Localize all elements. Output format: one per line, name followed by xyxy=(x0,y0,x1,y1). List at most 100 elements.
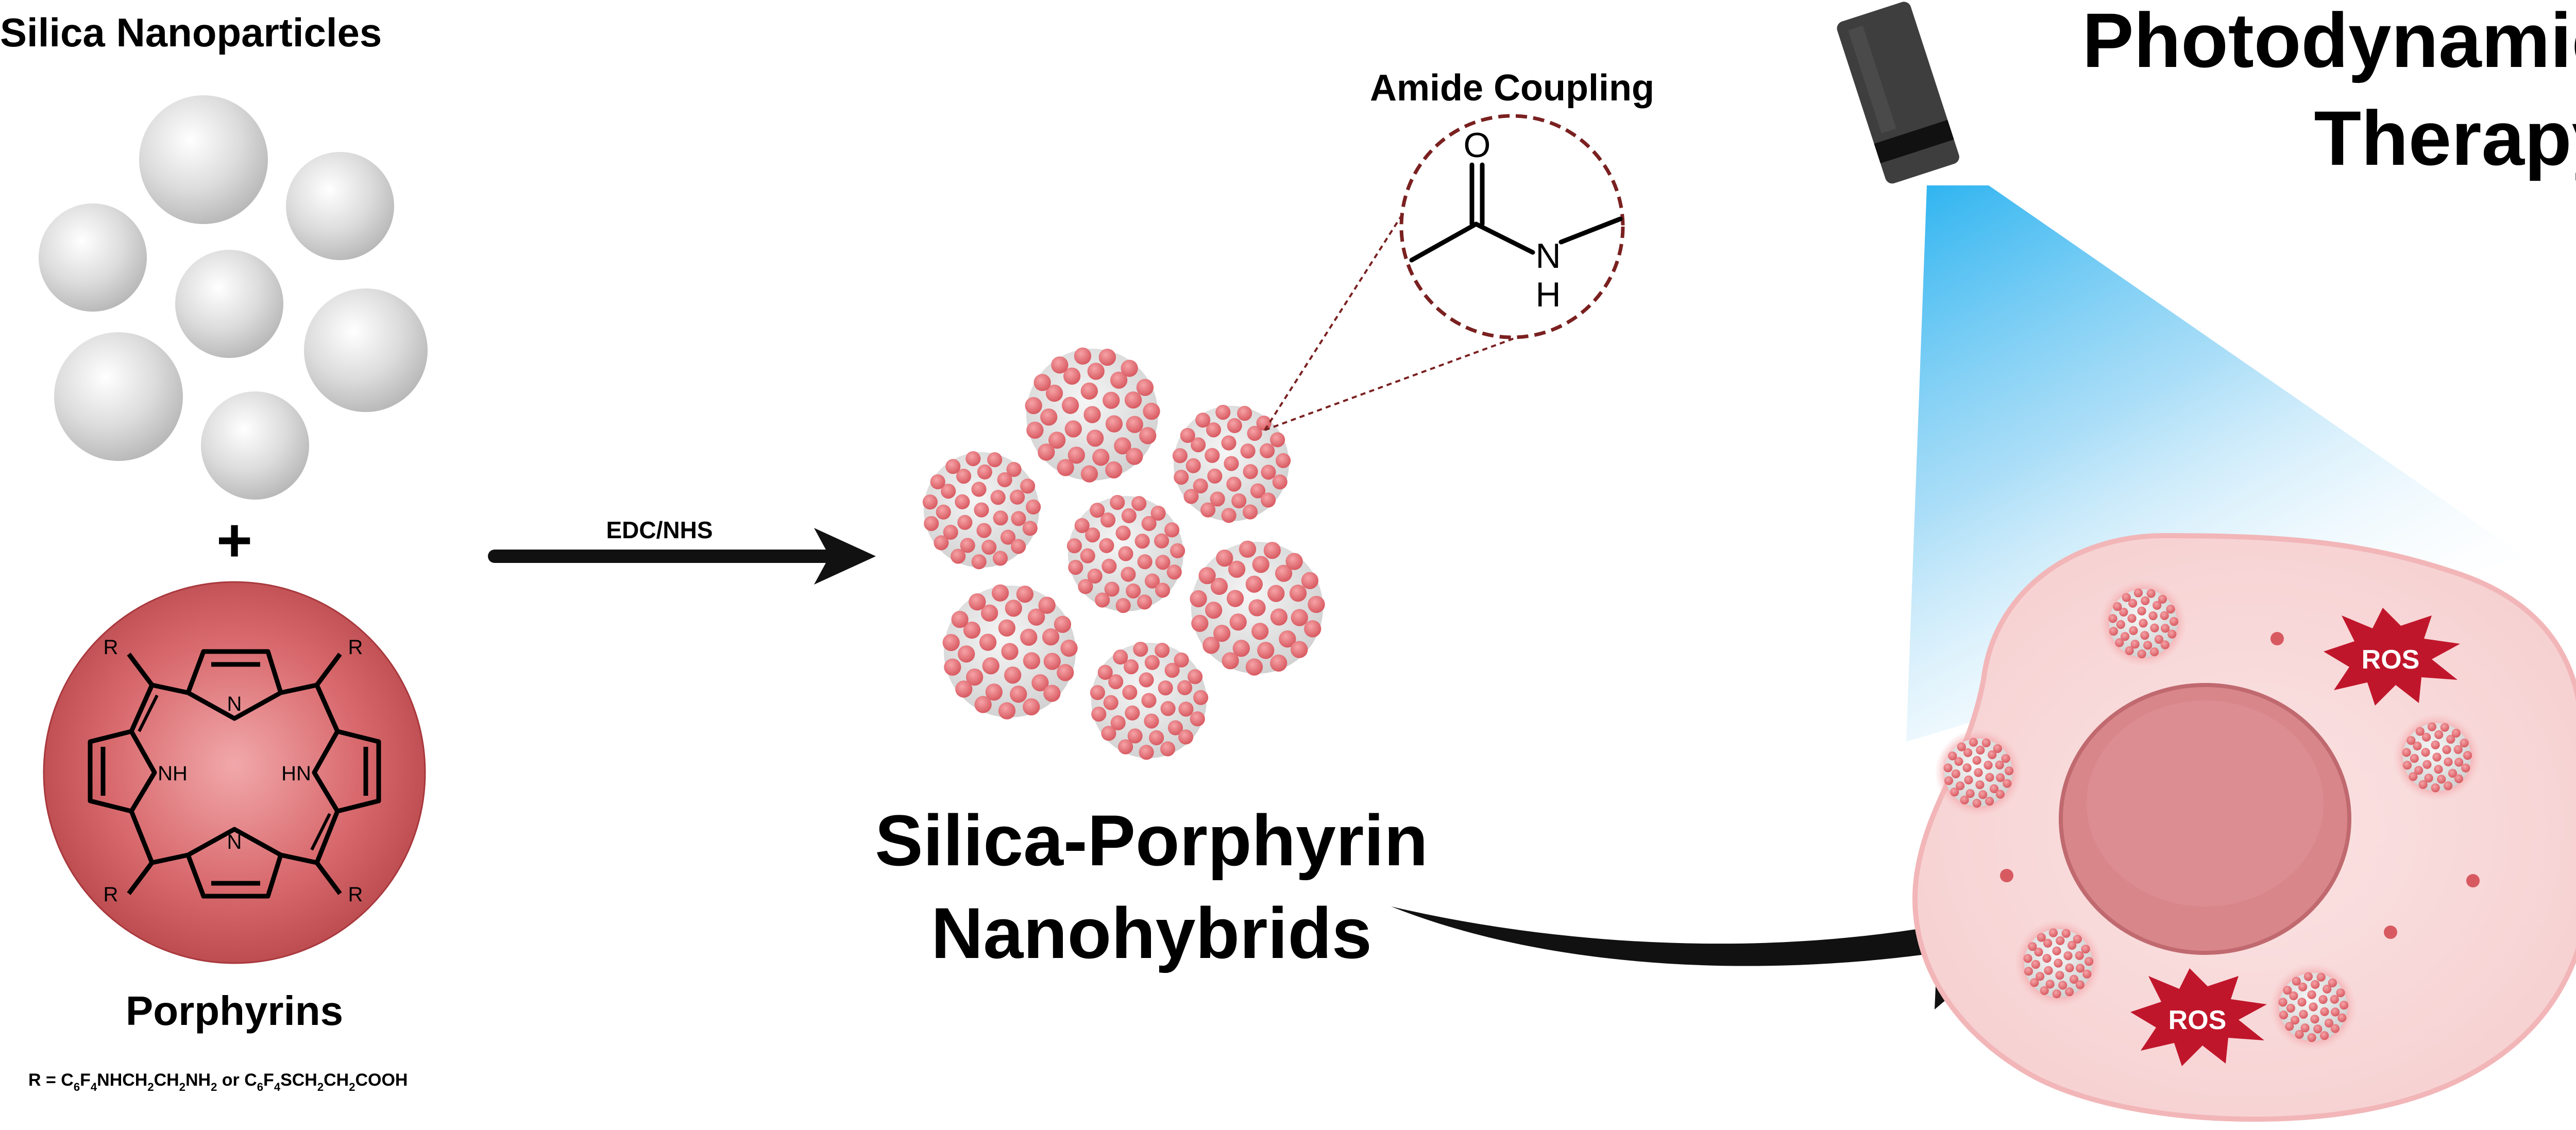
porphyrin-dot xyxy=(2292,977,2301,986)
porphyrin-dot xyxy=(1978,790,1988,799)
internalized-nanohybrid xyxy=(2108,588,2179,659)
porphyrin-dot xyxy=(2286,1003,2295,1013)
nanohybrid-particle xyxy=(1025,347,1160,483)
amide-hydrogen: H xyxy=(1535,275,1561,314)
porphyrin-dot xyxy=(2318,995,2328,1004)
porphyrin-dot xyxy=(1097,664,1113,680)
ros-label: ROS xyxy=(2362,645,2420,675)
porphyrin-dot xyxy=(1985,796,1994,806)
porphyrin-dot xyxy=(2410,754,2419,763)
porphyrin-dot xyxy=(1090,685,1105,700)
porphyrin-dot xyxy=(2129,626,2138,636)
porphyrin-dot xyxy=(1115,598,1131,613)
porphyrin-dot xyxy=(979,634,997,651)
porphyrin-dot xyxy=(997,472,1012,488)
porphyrin-dot xyxy=(1964,775,1973,785)
porphyrin-dot xyxy=(1105,415,1123,433)
porphyrin-dot xyxy=(1134,534,1150,549)
porphyrin-dot xyxy=(1010,686,1027,703)
porphyrin-dot xyxy=(1101,558,1117,574)
porphyrin-dot xyxy=(1085,527,1100,543)
porphyrin-dot xyxy=(1185,458,1201,473)
porphyrin-dot xyxy=(1011,511,1026,526)
porphyrin-dot xyxy=(2034,947,2043,957)
porphyrin-dot xyxy=(1087,568,1103,584)
silica-title: Silica Nanoparticles xyxy=(0,10,382,55)
porphyrin-dot xyxy=(2409,772,2418,781)
porphyrin-dot xyxy=(2045,980,2055,989)
porphyrin-dot xyxy=(2300,1023,2310,1033)
porphyrin-dot xyxy=(1126,448,1143,465)
porphyrin-dot xyxy=(1975,780,1985,790)
porphyrin-dot xyxy=(1125,705,1140,721)
porphyrin-dot xyxy=(977,464,992,480)
porphyrin-dot xyxy=(1141,516,1157,532)
hybrid-title-line2: Nanohybrids xyxy=(931,893,1372,973)
porphyrin-dot xyxy=(1016,585,1033,603)
porphyrin-dot xyxy=(1141,693,1157,708)
porphyrin-dot xyxy=(1191,437,1206,453)
porphyrin-dot xyxy=(2167,629,2177,639)
porphyrin-dot xyxy=(2460,739,2469,748)
amide-atom-labels: O N H xyxy=(1464,126,1561,314)
porphyrin-dot xyxy=(2069,974,2079,984)
porphyrin-dot xyxy=(1011,539,1026,554)
porphyrin-dot xyxy=(2330,1024,2340,1033)
porphyrin-dot xyxy=(2058,981,2067,990)
porphyrin-dot xyxy=(1260,443,1275,458)
porphyrin-dot xyxy=(2160,611,2169,620)
porphyrin-dot xyxy=(2320,1007,2329,1016)
porphyrin-dot xyxy=(2444,757,2453,766)
porphyrin-dot xyxy=(2137,606,2146,615)
porphyrin-dot xyxy=(1245,658,1263,676)
porphyrin-dot xyxy=(1031,674,1049,692)
porphyrin-n-bottom: N xyxy=(227,831,242,853)
porphyrin-dot xyxy=(1270,654,1287,672)
porphyrin-dot xyxy=(2141,596,2150,606)
porphyrin-dot xyxy=(2003,779,2012,788)
porphyrin-dot xyxy=(998,702,1016,720)
porphyrin-dot xyxy=(1080,382,1098,400)
porphyrin-dot xyxy=(2454,758,2464,767)
porphyrin-dot xyxy=(1143,402,1160,420)
porphyrin-dot xyxy=(2048,928,2058,937)
porphyrin-dot xyxy=(1962,763,1972,773)
porphyrin-dot xyxy=(2415,727,2425,736)
porphyrin-dot xyxy=(1257,642,1275,659)
porphyrin-dot xyxy=(980,604,998,622)
porphyrin-dot xyxy=(1090,503,1105,518)
porphyrin-dot xyxy=(2153,601,2162,610)
porphyrin-dot xyxy=(1020,628,1038,646)
porphyrin-dot xyxy=(2065,963,2074,972)
porphyrin-dot xyxy=(2166,605,2175,614)
porphyrin-dot xyxy=(1155,555,1171,570)
porphyrin-dot xyxy=(1221,435,1236,451)
porphyrin-dot xyxy=(2431,740,2440,749)
porphyrin-dot xyxy=(1103,391,1120,409)
porphyrin-dot xyxy=(1272,474,1287,490)
porphyrin-dot xyxy=(944,658,961,676)
delivery-arrow xyxy=(1391,876,2020,1009)
porphyrin-dot xyxy=(2067,940,2077,950)
porphyrin-dot xyxy=(1190,590,1207,608)
porphyrin-dot xyxy=(1061,397,1079,414)
porphyrin-dot xyxy=(1213,624,1231,642)
porphyrin-dot xyxy=(1177,680,1193,695)
porphyrin-dot xyxy=(1267,585,1285,602)
porphyrin-dot xyxy=(2323,984,2332,994)
porphyrin-dot xyxy=(2448,768,2458,778)
porphyrin-dot xyxy=(2440,723,2449,732)
porphyrin-dot xyxy=(1276,453,1291,468)
porphyrin-dot xyxy=(1160,701,1176,716)
porphyrin-dot xyxy=(955,494,970,509)
porphyrin-dot xyxy=(2169,617,2179,626)
porphyrin-dot xyxy=(1226,476,1242,492)
porphyrin-dot xyxy=(2125,646,2134,655)
porphyrin-dot xyxy=(936,504,951,520)
amide-zoom-circle xyxy=(1399,114,1625,339)
porphyrin-dot xyxy=(2128,598,2138,608)
porphyrin-dot xyxy=(1139,427,1157,444)
porphyrin-dot xyxy=(2431,783,2440,793)
lamp-icon xyxy=(1837,2,1959,184)
